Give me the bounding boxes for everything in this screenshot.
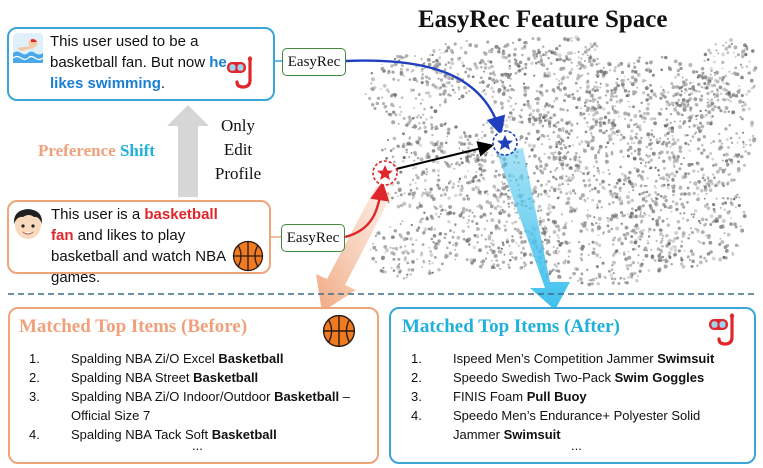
item-number: 2.	[29, 370, 40, 385]
only-edit-line2: Edit	[223, 140, 253, 159]
boy-face-icon	[13, 209, 43, 239]
after-items-ellipsis: ...	[571, 438, 582, 453]
item-text: Speedo Swedish Two-Pack	[453, 370, 615, 385]
before-items-title: Matched Top Items (Before)	[19, 316, 248, 337]
shift-word: Shift	[119, 141, 155, 160]
after-arrow	[497, 148, 570, 310]
profile-after-highlight: he likes swimming	[50, 54, 227, 92]
before-items-ellipsis: ...	[192, 438, 203, 453]
preference-shift-label: Preference Shift	[38, 141, 155, 161]
profile-before-text: This user is a basketball fan and likes …	[51, 204, 236, 288]
easyrec-encoder-bottom: EasyRec	[281, 224, 345, 252]
before-items-panel	[8, 307, 379, 464]
profile-after-text-a: This user used to be a basketball fan. B…	[50, 33, 210, 71]
list-item: 1. Spalding NBA Zi/O Excel Basketball	[29, 349, 359, 368]
item-text-suffix: – Official Size 7	[71, 389, 350, 423]
before-point-star	[377, 165, 393, 180]
easyrec-to-after-star	[345, 59, 506, 136]
profile-before-card	[7, 200, 271, 274]
item-number: 1.	[29, 351, 40, 366]
item-category: Basketball	[211, 427, 277, 442]
item-number: 3.	[411, 389, 422, 404]
item-category: Basketball	[218, 351, 284, 366]
item-category: Pull Buoy	[526, 389, 587, 404]
list-item: 1. Ispeed Men’s Competition Jammer Swimsu…	[411, 349, 736, 368]
item-text: Ispeed Men’s Competition Jammer	[453, 351, 658, 366]
snorkel-mask-icon	[227, 56, 253, 89]
item-number: 1.	[411, 351, 422, 366]
item-text: Spalding NBA Zi/O Excel	[71, 351, 219, 366]
swimmer-icon	[13, 33, 43, 63]
item-number: 4.	[411, 408, 422, 423]
after-items-panel	[389, 307, 756, 464]
profile-before-highlight: basketball fan	[51, 206, 218, 244]
list-item: 2. Spalding NBA Street Basketball	[29, 368, 359, 387]
after-point-star	[497, 135, 513, 150]
feature-space-scatter	[364, 35, 758, 287]
item-text: Spalding NBA Tack Soft	[71, 427, 212, 442]
list-item: 4. Spalding NBA Tack Soft Basketball	[29, 425, 359, 444]
item-number: 4.	[29, 427, 40, 442]
item-category: Basketball	[274, 389, 340, 404]
item-category: Swimsuit	[657, 351, 715, 366]
profile-after-text-c: .	[160, 75, 166, 92]
list-item: 3. FINIS Foam Pull Buoy	[411, 387, 736, 406]
item-category: Swimsuit	[503, 427, 561, 442]
item-number: 2.	[411, 370, 422, 385]
item-text: Spalding NBA Street	[71, 370, 194, 385]
item-text: Speedo Men’s Endurance+ Polyester Solid …	[453, 408, 701, 442]
basketball-icon	[232, 240, 264, 272]
feature-space-title: EasyRec Feature Space	[418, 6, 668, 33]
snorkel-mask-icon	[709, 313, 735, 346]
after-items-list: 1. Ispeed Men’s Competition Jammer Swimsu…	[411, 349, 736, 444]
only-edit-profile-label: Only Edit Profile	[208, 114, 268, 186]
item-number: 3.	[29, 389, 40, 404]
item-text: FINIS Foam	[453, 389, 527, 404]
list-item: 4. Speedo Men’s Endurance+ Polyester Soli…	[411, 406, 736, 444]
item-text: Spalding NBA Zi/O Indoor/Outdoor	[71, 389, 275, 404]
shift-arrow	[391, 141, 494, 171]
item-category: Basketball	[193, 370, 259, 385]
profile-before-text-a: This user is a	[51, 206, 145, 223]
edit-up-arrow	[167, 105, 209, 197]
only-edit-line3: Profile	[214, 164, 262, 183]
profile-after-text: This user used to be a basketball fan. B…	[50, 31, 228, 94]
profile-before-text-c: and likes to play basketball and watch N…	[51, 227, 226, 286]
preference-word: Preference	[38, 141, 116, 160]
list-item: 2. Speedo Swedish Two-Pack Swim Goggles	[411, 368, 736, 387]
before-items-list: 1. Spalding NBA Zi/O Excel Basketball 2. S…	[29, 349, 359, 444]
item-category: Swim Goggles	[614, 370, 705, 385]
basketball-icon	[322, 314, 356, 348]
easyrec-encoder-top: EasyRec	[282, 48, 346, 76]
only-edit-line1: Only	[221, 116, 255, 135]
after-items-title: Matched Top Items (After)	[402, 316, 620, 337]
easyrec-to-before-star	[344, 181, 390, 239]
list-item: 3. Spalding NBA Zi/O Indoor/Outdoor Baske…	[29, 387, 359, 425]
